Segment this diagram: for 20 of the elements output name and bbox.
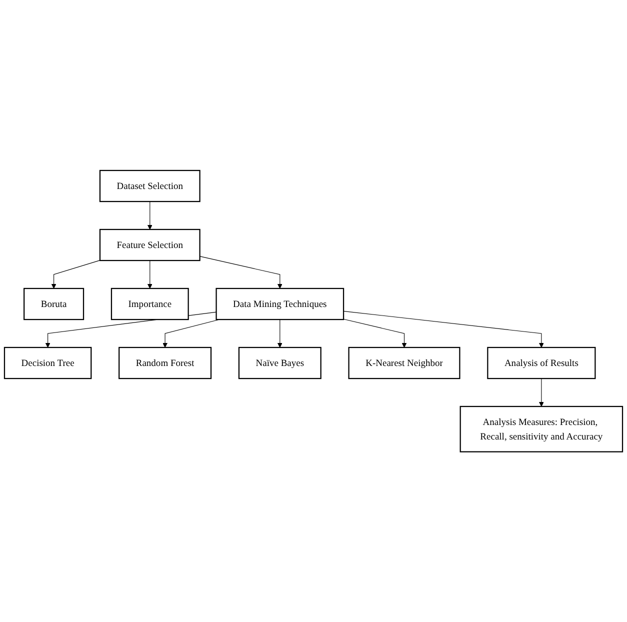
arrow: [147, 201, 152, 230]
node-box: Data Mining Techniques: [216, 288, 344, 320]
arrow: [343, 310, 544, 348]
arrow: [538, 378, 544, 407]
arrow: [277, 319, 282, 348]
arrow: [51, 260, 100, 289]
node-box: K-Nearest Neighbor: [348, 346, 460, 379]
node-box: Dataset Selection: [99, 170, 200, 202]
node-box: Naïve Bayes: [238, 346, 322, 379]
arrow: [162, 319, 220, 348]
node-box: Random Forest: [118, 346, 212, 379]
node-box: Analysis Measures: Precision, Recall, sensitivity and Accuracy: [460, 406, 624, 452]
node-box: Analysis of Results: [487, 346, 596, 379]
node-box: Decision Tree: [4, 346, 92, 379]
node-box: Boruta: [24, 288, 84, 320]
arrow: [343, 318, 407, 348]
arrow: [200, 256, 282, 289]
node-box: Feature Selection: [99, 228, 200, 261]
node-box: Importance: [110, 288, 189, 320]
arrow: [147, 260, 152, 289]
